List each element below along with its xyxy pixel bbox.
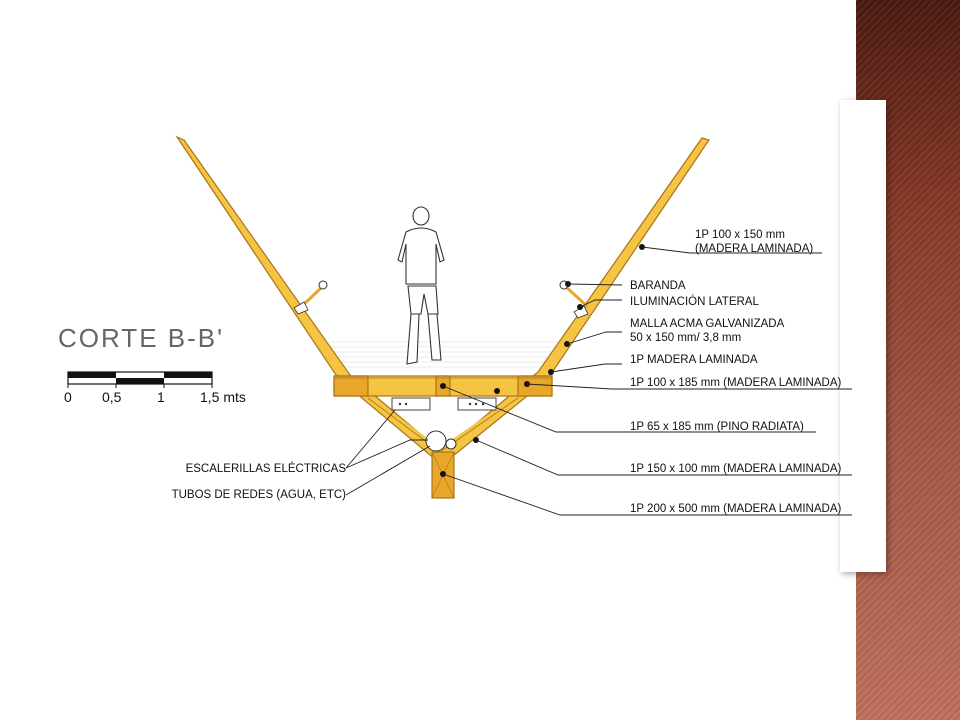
- scale-tick-3: 1,5 mts: [200, 389, 246, 405]
- slide-content-panel-edge: [840, 100, 886, 572]
- mesh-lines: [318, 341, 570, 368]
- label-tubos-de-redes: TUBOS DE REDES (AGUA, ETC): [172, 489, 347, 501]
- pipes: [425, 430, 457, 452]
- right-railing-lamp: [559, 280, 590, 319]
- scale-tick-1: 0,5: [102, 389, 122, 405]
- label-baranda: BARANDA: [630, 280, 686, 292]
- label-1p-150x100: 1P 150 x 100 mm (MADERA LAMINADA): [630, 463, 841, 475]
- label-1p-100x150-l2: (MADERA LAMINADA): [695, 243, 813, 255]
- scale-tick-2: 1: [157, 389, 165, 405]
- label-1p-65x185: 1P 65 x 185 mm (PINO RADIATA): [630, 421, 804, 433]
- label-1p-100x185: 1P 100 x 185 mm (MADERA LAMINADA): [630, 377, 841, 389]
- deck-right-block: [517, 375, 553, 397]
- deck-left-block: [333, 375, 369, 397]
- left-leaders: [345, 409, 431, 496]
- label-iluminacion-lateral: ILUMINACIÓN LATERAL: [630, 295, 759, 308]
- person-figure: [397, 206, 445, 365]
- label-escalerillas-electricas: ESCALERILLAS ELÉCTRICAS: [186, 462, 347, 475]
- label-malla-acma-l2: 50 x 150 mm/ 3,8 mm: [630, 332, 741, 344]
- scale-bar: 0 0,5 1 1,5 mts: [64, 371, 246, 405]
- right-leaders: [440, 244, 852, 516]
- scale-tick-0: 0: [64, 389, 72, 405]
- cable-trays: [391, 397, 497, 411]
- label-1p-madera-laminada: 1P MADERA LAMINADA: [630, 354, 758, 366]
- left-railing-lamp: [293, 280, 328, 315]
- label-1p-100x150-l1: 1P 100 x 150 mm: [695, 229, 785, 241]
- label-1p-200x500: 1P 200 x 500 mm (MADERA LAMINADA): [630, 503, 841, 515]
- diagram-title: CORTE B-B': [58, 323, 224, 353]
- label-malla-acma-l1: MALLA ACMA GALVANIZADA: [630, 318, 785, 330]
